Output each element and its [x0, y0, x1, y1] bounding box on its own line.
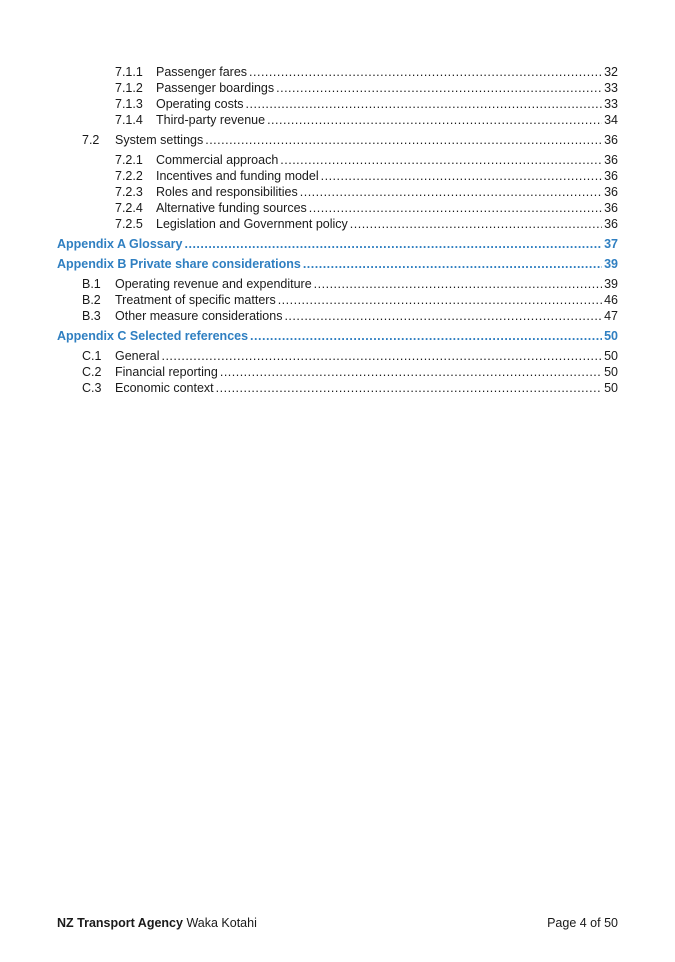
toc-entry-page: 36: [604, 217, 618, 231]
toc-entry-page: 50: [604, 381, 618, 395]
toc-entry-page: 36: [604, 169, 618, 183]
toc-entry-page: 34: [604, 113, 618, 127]
toc-entry-title: Operating costs: [156, 97, 244, 111]
toc-entry-number: C.1: [82, 349, 102, 363]
toc-entry-title: Commercial approach: [156, 153, 279, 167]
toc-entry[interactable]: C.1 General 50: [82, 348, 618, 364]
toc-entry-number: B.2: [82, 293, 101, 307]
toc-dot-leader: [220, 364, 602, 380]
toc-dot-leader: [185, 236, 603, 252]
toc-entry-number: B.3: [82, 309, 101, 323]
toc-entry-number: C.3: [82, 381, 102, 395]
toc-entry-title: Passenger fares: [156, 65, 248, 79]
toc-entry[interactable]: C.3 Economic context 50: [82, 380, 618, 396]
toc-entry-title: Third-party revenue: [156, 113, 266, 127]
footer-org-rest: Waka Kotahi: [186, 916, 257, 930]
toc-entry-page: 50: [604, 365, 618, 379]
toc-heading-entry[interactable]: Appendix A Glossary 37: [57, 236, 618, 252]
toc-entry[interactable]: C.2 Financial reporting 50: [82, 364, 618, 380]
toc-entry[interactable]: 7.2.2 Incentives and funding model 36: [115, 168, 618, 184]
toc-dot-leader: [314, 276, 602, 292]
toc-entry-page: 39: [604, 277, 618, 291]
footer-page-number: Page 4 of 50: [547, 916, 618, 930]
toc-dot-leader: [300, 184, 602, 200]
toc-entry-number: 7.2: [82, 133, 100, 147]
toc-entry-title: Treatment of specific matters: [115, 293, 276, 307]
toc-entry[interactable]: 7.2.1 Commercial approach 36: [115, 152, 618, 168]
toc-entry-title: Incentives and funding model: [156, 169, 319, 183]
toc-entry[interactable]: 7.1.3 Operating costs 33: [115, 96, 618, 112]
toc-entry-page: 46: [604, 293, 618, 307]
toc-entry-page: 36: [604, 153, 618, 167]
toc-entry-page: 50: [604, 349, 618, 363]
toc-dot-leader: [303, 256, 602, 272]
toc-entry-title: Appendix B Private share considerations: [57, 257, 301, 271]
toc-entry-title: Appendix A Glossary: [57, 237, 183, 251]
toc-dot-leader: [216, 380, 602, 396]
toc-entry-title: Roles and responsibilities: [156, 185, 298, 199]
toc-entry-page: 36: [604, 133, 618, 147]
toc-dot-leader: [267, 112, 602, 128]
toc-entry-number: 7.1.3: [115, 97, 143, 111]
page-footer: NZ Transport Agency Waka Kotahi Page 4 o…: [57, 916, 618, 930]
toc-dot-leader: [350, 216, 602, 232]
toc-dot-leader: [161, 348, 602, 364]
toc-entry-page: 33: [604, 97, 618, 111]
toc-entry-title: Financial reporting: [115, 365, 218, 379]
toc-entry[interactable]: 7.2.4 Alternative funding sources 36: [115, 200, 618, 216]
toc-entry-title: Legislation and Government policy: [156, 217, 348, 231]
toc-entry-page: 47: [604, 309, 618, 323]
toc-entry-title: Economic context: [115, 381, 214, 395]
toc-entry-number: 7.2.1: [115, 153, 143, 167]
toc-entry-title: Operating revenue and expenditure: [115, 277, 312, 291]
toc-entry-number: 7.1.1: [115, 65, 143, 79]
footer-organisation: NZ Transport Agency Waka Kotahi: [57, 916, 257, 930]
toc-entry-title: Appendix C Selected references: [57, 329, 249, 343]
toc-dot-leader: [250, 328, 602, 344]
toc-entry-number: 7.2.5: [115, 217, 143, 231]
toc-entry-title: Alternative funding sources: [156, 201, 307, 215]
toc-dot-leader: [284, 308, 602, 324]
toc-entry-title: Passenger boardings: [156, 81, 275, 95]
toc-entry-title: Other measure considerations: [115, 309, 283, 323]
toc-entry-page: 37: [604, 237, 618, 251]
toc-entry-page: 50: [604, 329, 618, 343]
toc-entry-title: General: [115, 349, 160, 363]
toc-entry[interactable]: 7.2 System settings 36: [82, 132, 618, 148]
toc-entry-title: System settings: [115, 133, 204, 147]
toc-entry-number: 7.2.4: [115, 201, 143, 215]
toc-dot-leader: [276, 80, 602, 96]
toc-dot-leader: [309, 200, 602, 216]
toc-entry-number: 7.1.2: [115, 81, 143, 95]
toc-heading-entry[interactable]: Appendix B Private share considerations 3…: [57, 256, 618, 272]
toc-entry[interactable]: 7.1.4 Third-party revenue 34: [115, 112, 618, 128]
toc-entry[interactable]: 7.2.5 Legislation and Government policy 36: [115, 216, 618, 232]
toc-dot-leader: [246, 96, 603, 112]
toc-entry[interactable]: 7.2.3 Roles and responsibilities 36: [115, 184, 618, 200]
toc-entry[interactable]: 7.1.1 Passenger fares 32: [115, 64, 618, 80]
toc-entry-page: 32: [604, 65, 618, 79]
toc-entry-page: 39: [604, 257, 618, 271]
toc-entry-number: C.2: [82, 365, 102, 379]
toc-dot-leader: [321, 168, 602, 184]
toc-entry[interactable]: 7.1.2 Passenger boardings 33: [115, 80, 618, 96]
toc-entry-number: 7.2.2: [115, 169, 143, 183]
toc-entry-page: 36: [604, 185, 618, 199]
toc-entry[interactable]: B.3 Other measure considerations 47: [82, 308, 618, 324]
toc-dot-leader: [278, 292, 602, 308]
toc-dot-leader: [249, 64, 602, 80]
toc-entry-page: 36: [604, 201, 618, 215]
toc-entry-number: 7.1.4: [115, 113, 143, 127]
toc-entry-number: B.1: [82, 277, 101, 291]
footer-org-bold: NZ Transport Agency: [57, 916, 183, 930]
toc-entry-page: 33: [604, 81, 618, 95]
toc-entry[interactable]: B.2 Treatment of specific matters 46: [82, 292, 618, 308]
toc-dot-leader: [205, 132, 602, 148]
toc-dot-leader: [280, 152, 602, 168]
toc-heading-entry[interactable]: Appendix C Selected references 50: [57, 328, 618, 344]
toc-entry-number: 7.2.3: [115, 185, 143, 199]
toc-entry[interactable]: B.1 Operating revenue and expenditure 39: [82, 276, 618, 292]
